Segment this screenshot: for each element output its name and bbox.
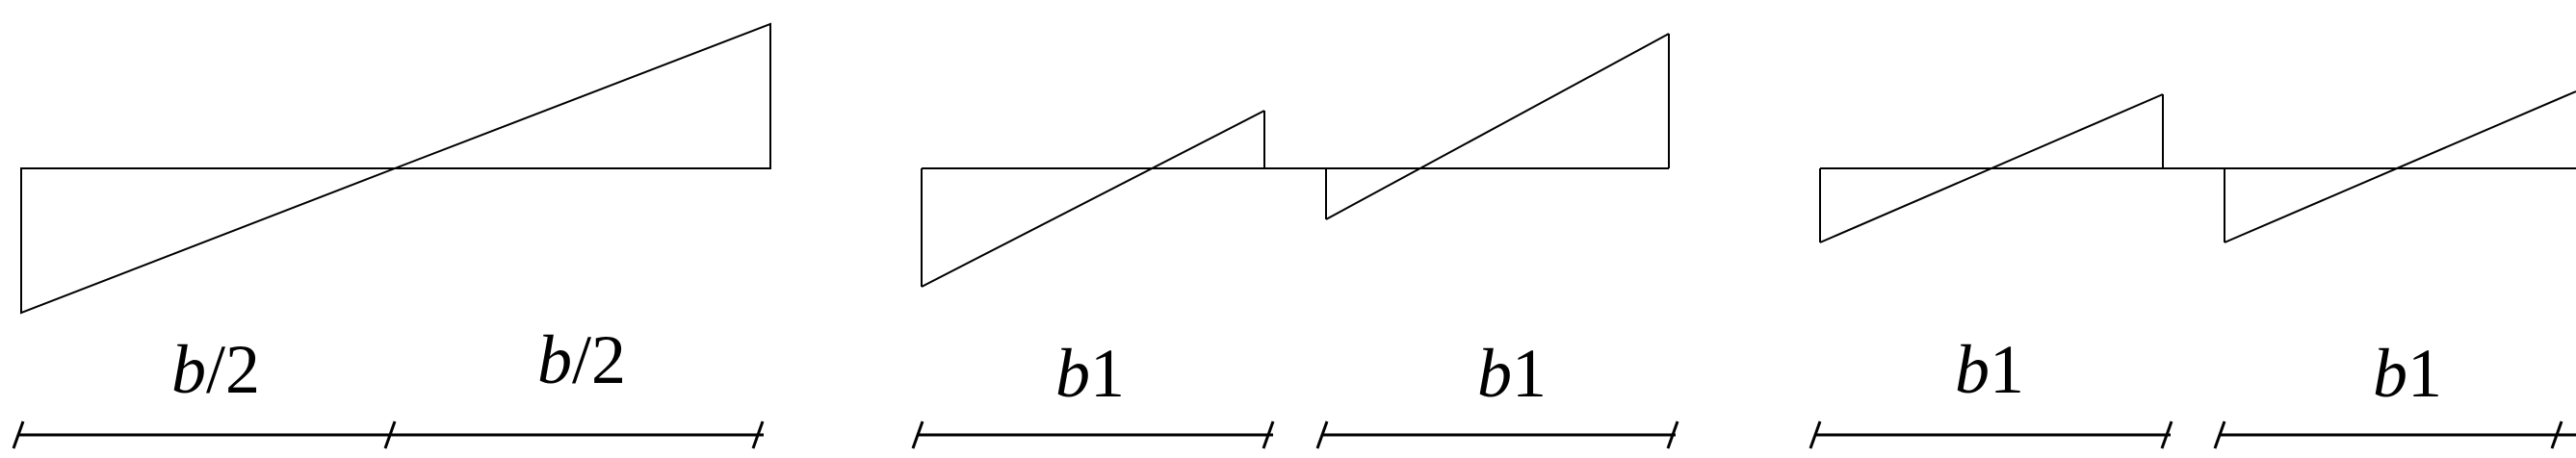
panel-3-tick-2 (2160, 420, 2173, 449)
panel-2-tick-2 (1262, 420, 1275, 449)
panel-2-left-slope (921, 110, 1265, 288)
panel-1-upper-triangle (394, 22, 771, 169)
panel-2-label-left: b1 (1055, 335, 1125, 412)
panel-1-tick-right (751, 420, 765, 449)
panel-2-right-slope (1325, 33, 1670, 220)
panel-2: b1 b1 (911, 33, 1679, 449)
panel-3-label-right: b1 (2373, 335, 2442, 412)
panel-3: b1 b1 (1808, 90, 2576, 449)
panel-3-tick-4 (2550, 420, 2563, 449)
panel-2-tick-4 (1666, 420, 1679, 449)
panel-1-lower-triangle (20, 167, 396, 315)
panel-3-label-left: b1 (1955, 331, 2024, 408)
panel-2-tick-1 (911, 420, 924, 449)
panel-3-left-slope (1819, 93, 2164, 243)
panel-1-label-right: b/2 (537, 321, 626, 398)
panel-3-tick-1 (1808, 420, 1822, 449)
panel-1-tick-left (12, 420, 25, 449)
panel-3-right-slope (2224, 90, 2576, 243)
panel-2-label-right: b1 (1477, 335, 1547, 412)
panel-3-tick-3 (2213, 420, 2226, 449)
panel-1: b/2 b/2 (12, 22, 771, 449)
panel-2-tick-3 (1315, 420, 1329, 449)
panel-1-label-left: b/2 (171, 331, 260, 408)
panel-1-tick-mid (383, 420, 397, 449)
